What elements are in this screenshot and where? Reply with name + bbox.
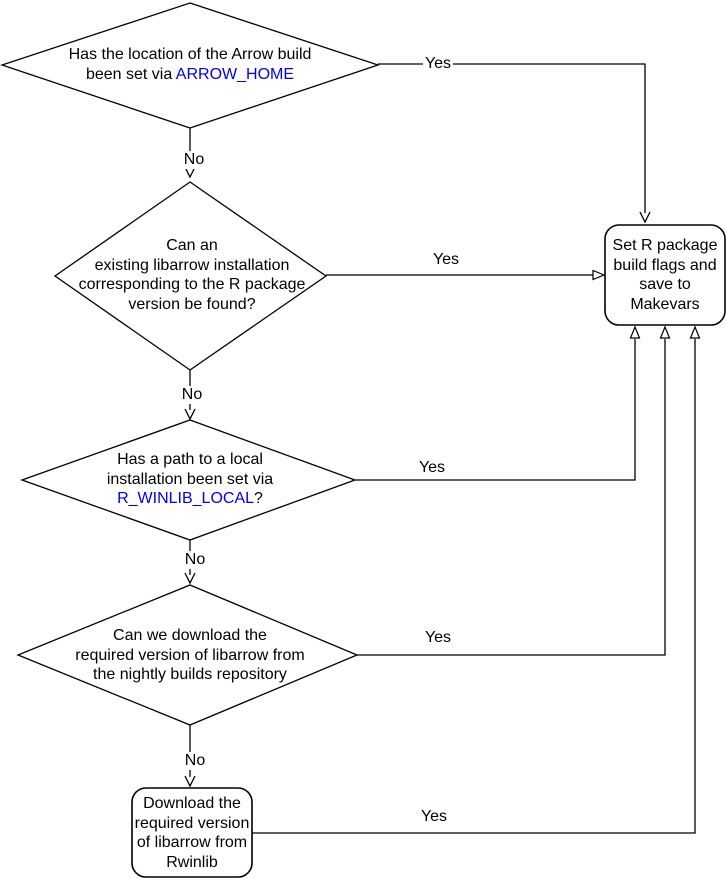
r-winlib-local-link[interactable]: R_WINLIB_LOCAL [117,490,255,507]
process-makevars-line4: Makevars [630,295,700,313]
decision-nightly-line2: required version of libarrow from [75,646,305,664]
decision-winlib-local-shape [20,419,357,541]
arrowhead-into-makevars-bottom-3 [689,325,701,339]
process-makevars-line3: save to [639,276,691,293]
process-makevars-line1: Set R package [612,237,718,254]
decision-existing-install-text: Can an existing libarrow installation co… [52,236,332,314]
arrowhead-into-makevars-top [639,211,651,224]
decision-nightly-line3: the nightly builds repository [93,666,287,683]
decision-existing-install-shape [53,181,328,371]
decision-winlib-local-line1: Has a path to a local [117,451,263,468]
edge-label-winlib-local-no: No [182,551,208,569]
decision-winlib-local-line2: installation been set via [106,470,274,488]
edge-label-nightly-no: No [182,752,208,770]
edge-rwinlib-yes [252,339,696,834]
arrowhead-into-makevars-bottom-1 [629,325,641,339]
process-rwinlib-shape [131,787,253,878]
edge-nightly-yes [357,339,666,656]
edge-label-arrow-home-yes: Yes [422,55,454,73]
decision-winlib-local-text: Has a path to a local installation been … [60,450,320,509]
decision-existing-install-line2: existing libarrow installation [94,256,290,274]
arrowhead-into-makevars-left [592,269,606,281]
arrowhead-into-nightly [184,572,196,585]
arrow-home-link[interactable]: ARROW_HOME [175,65,295,83]
decision-existing-install-line3: corresponding to the R package [78,276,306,293]
decision-nightly-text: Can we download the required version of … [50,626,330,685]
edge-label-existing-install-no: No [179,386,205,404]
process-rwinlib-line3: of libarrow from [136,834,248,851]
decision-winlib-local-line3-suffix: ? [254,490,263,507]
decision-arrow-home-line2: been set via ARROW_HOME [30,65,350,85]
process-makevars-text: Set R package build flags and save to Ma… [607,236,723,314]
arrowhead-into-makevars-bottom-2 [659,325,671,339]
arrowhead-into-existing-install [184,166,196,179]
process-rwinlib-line1: Download the [143,795,241,812]
decision-arrow-home-line1: Has the location of the Arrow build [68,46,312,63]
decision-existing-install-line1: Can an [166,237,218,254]
process-makevars-shape [604,224,726,326]
arrowhead-into-rwinlib [184,775,196,788]
edge-label-winlib-local-yes: Yes [416,459,448,477]
edge-label-nightly-yes: Yes [422,629,454,647]
edge-label-existing-install-yes: Yes [430,251,462,269]
decision-arrow-home-line2-text: been set via [85,65,176,83]
decision-nightly-shape [16,584,359,726]
process-rwinlib-line4: Rwinlib [166,853,218,871]
arrowhead-into-winlib-local [184,408,196,421]
edge-winlib-local-yes [355,339,636,481]
decision-nightly-line1: Can we download the [113,627,267,644]
process-rwinlib-text: Download the required version of libarro… [134,794,250,872]
decision-winlib-local-line3: R_WINLIB_LOCAL? [60,489,320,509]
edge-arrow-home-yes [378,63,646,213]
process-rwinlib-line2: required version [134,814,250,832]
decision-arrow-home-text: Has the location of the Arrow build been… [30,45,350,84]
process-makevars-line2: build flags and [613,256,717,274]
decision-arrow-home-shape [0,2,381,129]
edge-label-arrow-home-no: No [181,151,207,169]
decision-existing-install-line4: version be found? [128,295,256,313]
edge-label-rwinlib-yes: Yes [418,808,450,826]
